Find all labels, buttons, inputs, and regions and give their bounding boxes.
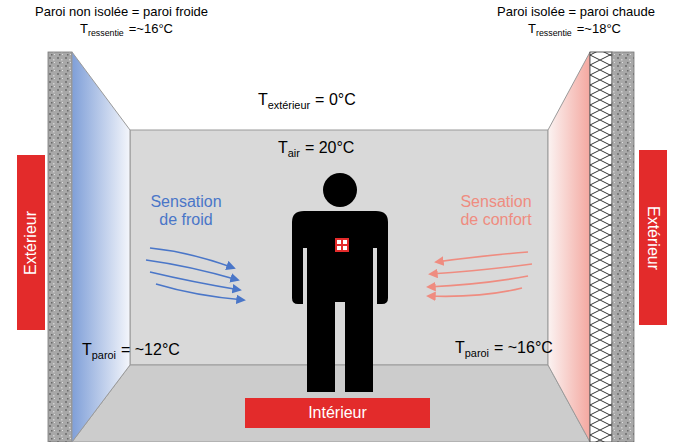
band-label: Extérieur — [644, 205, 662, 269]
outdoor-temperature: Textérieur = 0°C — [258, 91, 356, 111]
subscript-label: ressentie — [536, 28, 572, 38]
annotation-label: T — [528, 21, 536, 36]
annotation-label: Paroi isolée = paroi chaude — [497, 4, 655, 19]
sensation-label: Sensation de confort — [450, 193, 542, 230]
wall-temperature: Tparoi = ~16°C — [455, 339, 553, 359]
subscript-label: ressentie — [88, 28, 124, 38]
wall-caption: Paroi isolée = paroi chaude — [497, 4, 655, 19]
sensation-label: Sensation de froid — [142, 193, 230, 230]
band-label: Intérieur — [308, 404, 367, 422]
subscript-label: paroi — [465, 347, 489, 359]
interior-band: Intérieur — [245, 398, 430, 428]
annotation-label: T — [455, 339, 465, 356]
subscript-label: paroi — [92, 349, 116, 361]
annotation-label: =~16°C — [129, 21, 173, 36]
annotation-label: = 0°C — [315, 91, 356, 108]
annotation-label: T — [278, 139, 288, 156]
annotation-label: Sensation de confort — [460, 193, 531, 228]
felt-temperature: Tressentie =~18°C — [528, 21, 621, 38]
air-temperature: Tair = 20°C — [278, 139, 354, 159]
annotation-label: T — [258, 91, 268, 108]
band-label: Extérieur — [22, 210, 40, 274]
annotation-label: = ~12°C — [121, 341, 180, 358]
annotation-label: =~18°C — [577, 21, 621, 36]
exterior-band: Extérieur — [17, 155, 45, 330]
annotation-label: Paroi non isolée = paroi froide — [35, 4, 208, 19]
wall-temperature: Tparoi = ~12°C — [82, 341, 180, 361]
felt-temperature: Tressentie =~16°C — [80, 21, 173, 38]
subscript-label: air — [288, 147, 300, 159]
annotation-label: = 20°C — [305, 139, 355, 156]
annotation-label: Sensation de froid — [150, 193, 221, 228]
wall-caption: Paroi non isolée = paroi froide — [35, 4, 208, 19]
annotation-label: T — [80, 21, 88, 36]
exterior-band: Extérieur — [639, 150, 667, 325]
annotation-label: T — [82, 341, 92, 358]
annotation-label: = ~16°C — [494, 339, 553, 356]
subscript-label: extérieur — [268, 99, 310, 111]
